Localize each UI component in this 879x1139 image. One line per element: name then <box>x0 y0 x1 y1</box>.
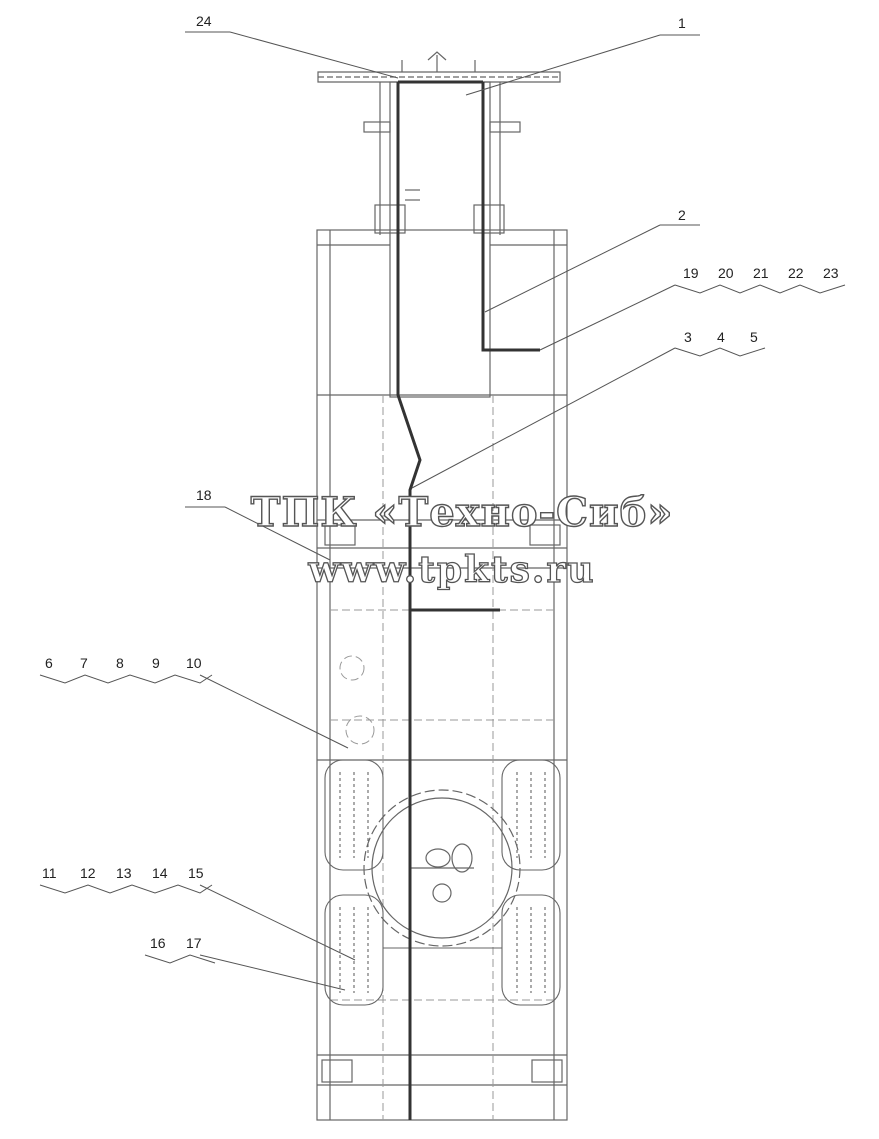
callout-10: 10 <box>186 655 202 671</box>
callout-8: 8 <box>116 655 124 671</box>
callout-12: 12 <box>80 865 96 881</box>
callout-16: 16 <box>150 935 166 951</box>
callout-9: 9 <box>152 655 160 671</box>
callout-1: 1 <box>678 15 686 31</box>
callout-15: 15 <box>188 865 204 881</box>
callout-21: 21 <box>753 265 769 281</box>
callout-22: 22 <box>788 265 804 281</box>
callout-20: 20 <box>718 265 734 281</box>
callout-19: 19 <box>683 265 699 281</box>
leader-lines <box>39 31 846 991</box>
turntable <box>363 789 521 947</box>
callout-11: 11 <box>42 865 57 881</box>
wheels <box>324 759 561 1006</box>
gooseneck-frame <box>363 81 521 398</box>
callout-4: 4 <box>717 329 725 345</box>
callout-17: 17 <box>186 935 202 951</box>
fifth-wheel-plate <box>317 51 561 83</box>
watermark: ТПК «Техно-Сиб» www.tpkts.ru <box>250 488 674 591</box>
callout-23: 23 <box>823 265 839 281</box>
wiring-harness <box>396 80 540 1120</box>
watermark-url: www.tpkts.ru <box>307 549 595 591</box>
callout-18: 18 <box>196 487 212 503</box>
callout-labels: 24 1 2 19 20 21 22 23 3 4 5 18 6 7 8 9 1… <box>42 13 839 951</box>
callout-3: 3 <box>684 329 692 345</box>
callout-5: 5 <box>750 329 758 345</box>
callout-6: 6 <box>45 655 53 671</box>
callout-7: 7 <box>80 655 88 671</box>
callout-2: 2 <box>678 207 686 223</box>
callout-24: 24 <box>196 13 212 29</box>
callout-14: 14 <box>152 865 168 881</box>
watermark-company: ТПК «Техно-Сиб» <box>251 489 674 536</box>
callout-13: 13 <box>116 865 132 881</box>
hidden-lines <box>330 395 554 1120</box>
